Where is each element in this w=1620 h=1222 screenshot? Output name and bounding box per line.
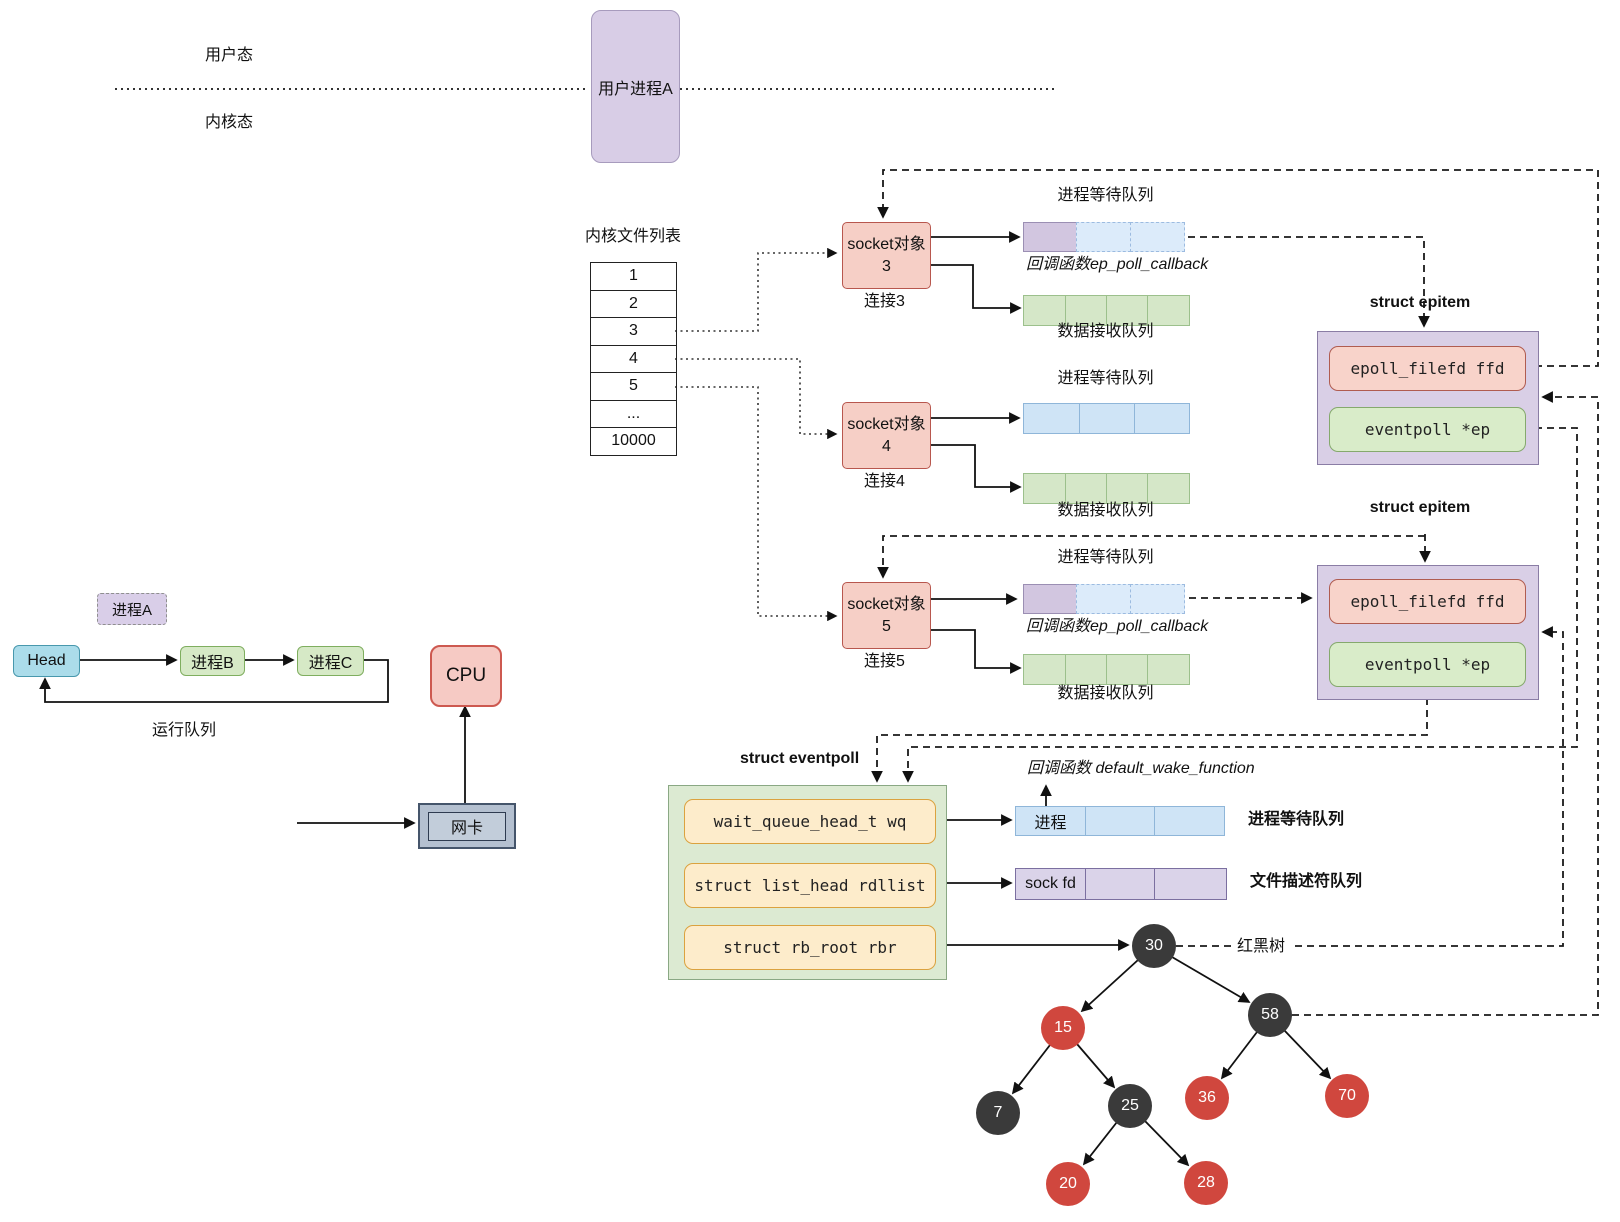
- rbtree-node-20: 20: [1046, 1162, 1090, 1206]
- empty-cell: [1085, 869, 1154, 899]
- socket4-conn-label: 连接4: [864, 473, 905, 490]
- recv-queue-cell: [1024, 296, 1065, 325]
- eventpoll-title: struct eventpoll: [740, 750, 860, 767]
- nic-box: 网卡: [418, 803, 516, 849]
- epitem2-ep-field: eventpoll *ep: [1329, 642, 1526, 687]
- process-wait-queue: 进程: [1015, 806, 1225, 836]
- file-table-row: 4: [591, 346, 676, 373]
- recv-queue-cell: [1106, 655, 1147, 684]
- wait-queue-cell: [1134, 404, 1189, 433]
- wait-queue-entry-cell: [1023, 584, 1078, 614]
- wait-queue-empty-cell: [1129, 222, 1185, 252]
- wake-callback-label: 回调函数 default_wake_function: [1027, 760, 1255, 777]
- run-queue-head-box: Head: [13, 645, 80, 677]
- nic-inner-box: 网卡: [428, 811, 506, 841]
- epitem1-box: epoll_filefd ffd eventpoll *ep: [1317, 331, 1539, 465]
- eventpoll-rdllist-field: struct list_head rdllist: [684, 863, 936, 908]
- eventpoll-wq-field: wait_queue_head_t wq: [684, 799, 936, 844]
- socket3-wait-queue-label: 进程等待队列: [1057, 187, 1154, 204]
- rbtree-node-36: 36: [1185, 1076, 1229, 1120]
- socket3-wait-queue: [1023, 222, 1185, 252]
- process-a-box: 进程A: [97, 593, 167, 625]
- socket4-recv-queue-label: 数据接收队列: [1057, 502, 1154, 519]
- fd-queue: sock fd: [1015, 868, 1227, 900]
- recv-queue-cell: [1106, 474, 1147, 503]
- file-table-row: 1: [591, 263, 676, 291]
- kernel-file-table: 1 2 3 4 5 ... 10000: [590, 262, 677, 456]
- wait-queue-empty-cell: [1076, 222, 1132, 252]
- socket4-wait-queue-label: 进程等待队列: [1057, 370, 1154, 387]
- file-table-row: ...: [591, 401, 676, 428]
- socket5-recv-queue-label: 数据接收队列: [1057, 685, 1154, 702]
- recv-queue-cell: [1024, 655, 1065, 684]
- socket5-box: socket对象5: [842, 582, 931, 649]
- epitem2-box: epoll_filefd ffd eventpoll *ep: [1317, 565, 1539, 700]
- rbtree-label: 红黑树: [1237, 938, 1286, 955]
- socket4-wait-queue: [1023, 403, 1190, 434]
- rbtree-node-15: 15: [1041, 1006, 1085, 1050]
- socket5-wait-queue: [1023, 584, 1185, 614]
- wait-queue-entry-cell: [1023, 222, 1078, 252]
- socket4-recv-queue: [1023, 473, 1190, 504]
- fd-to-socket-links: [675, 247, 838, 622]
- socket5-conn-label: 连接5: [864, 653, 905, 670]
- eventpoll-box: wait_queue_head_t wq struct list_head rd…: [668, 785, 947, 980]
- user-process-box: 用户进程A: [591, 10, 680, 163]
- user-process-label: 用户进程A: [598, 80, 673, 98]
- process-c-box: 进程C: [297, 646, 364, 676]
- wait-queue-empty-cell: [1076, 584, 1132, 614]
- socket3-callback-label: 回调函数ep_poll_callback: [1026, 256, 1209, 273]
- cpu-box: CPU: [430, 645, 502, 707]
- socket3-conn-label: 连接3: [864, 293, 905, 310]
- recv-queue-cell: [1065, 655, 1106, 684]
- run-queue-label: 运行队列: [152, 722, 217, 739]
- file-table-row: 3: [591, 318, 676, 346]
- socket5-recv-queue: [1023, 654, 1190, 685]
- wait-queue-cell: [1024, 404, 1079, 433]
- eventpoll-rbr-field: struct rb_root rbr: [684, 925, 936, 970]
- process-cell: 进程: [1034, 815, 1067, 832]
- recv-queue-cell: [1147, 655, 1188, 684]
- fd-queue-label: 文件描述符队列: [1250, 873, 1363, 890]
- epitem2-title: struct epitem: [1369, 499, 1471, 516]
- recv-queue-cell: [1147, 474, 1188, 503]
- wait-queue-cell: [1079, 404, 1134, 433]
- socket5-wait-queue-label: 进程等待队列: [1057, 549, 1154, 566]
- recv-queue-cell: [1106, 296, 1147, 325]
- empty-cell: [1154, 869, 1223, 899]
- rbtree-node-58: 58: [1248, 993, 1292, 1037]
- empty-cell: [1154, 807, 1223, 835]
- process-b-box: 进程B: [180, 646, 245, 676]
- kernel-mode-label: 内核态: [205, 114, 254, 131]
- file-table-row: 5: [591, 373, 676, 401]
- socket3-recv-queue: [1023, 295, 1190, 326]
- epitem1-ep-field: eventpoll *ep: [1329, 407, 1526, 452]
- file-table-row: 10000: [611, 432, 656, 450]
- recv-queue-cell: [1147, 296, 1188, 325]
- rbtree-node-30: 30: [1132, 924, 1176, 968]
- rbtree-edges: [1011, 956, 1332, 1167]
- rbtree-node-7: 7: [976, 1091, 1020, 1135]
- rbtree-node-25: 25: [1108, 1084, 1152, 1128]
- recv-queue-cell: [1065, 474, 1106, 503]
- recv-queue-cell: [1065, 296, 1106, 325]
- wait-queue-empty-cell: [1129, 584, 1185, 614]
- socket4-box: socket对象4: [842, 402, 931, 469]
- file-table-row: 2: [591, 291, 676, 318]
- file-table-title: 内核文件列表: [584, 228, 681, 245]
- sockfd-cell: sock fd: [1025, 875, 1076, 892]
- epitem1-title: struct epitem: [1369, 294, 1471, 311]
- solid-connectors: [39, 228, 1130, 951]
- process-wait-queue-label: 进程等待队列: [1248, 811, 1345, 828]
- rbtree-node-70: 70: [1325, 1074, 1369, 1118]
- epitem2-ffd-field: epoll_filefd ffd: [1329, 579, 1526, 624]
- socket3-recv-queue-label: 数据接收队列: [1057, 323, 1154, 340]
- recv-queue-cell: [1024, 474, 1065, 503]
- rbtree-node-28: 28: [1184, 1161, 1228, 1205]
- socket3-box: socket对象3: [842, 222, 931, 289]
- empty-cell: [1085, 807, 1154, 835]
- epitem1-ffd-field: epoll_filefd ffd: [1329, 346, 1526, 391]
- socket5-callback-label: 回调函数ep_poll_callback: [1026, 618, 1209, 635]
- user-mode-label: 用户态: [205, 47, 254, 64]
